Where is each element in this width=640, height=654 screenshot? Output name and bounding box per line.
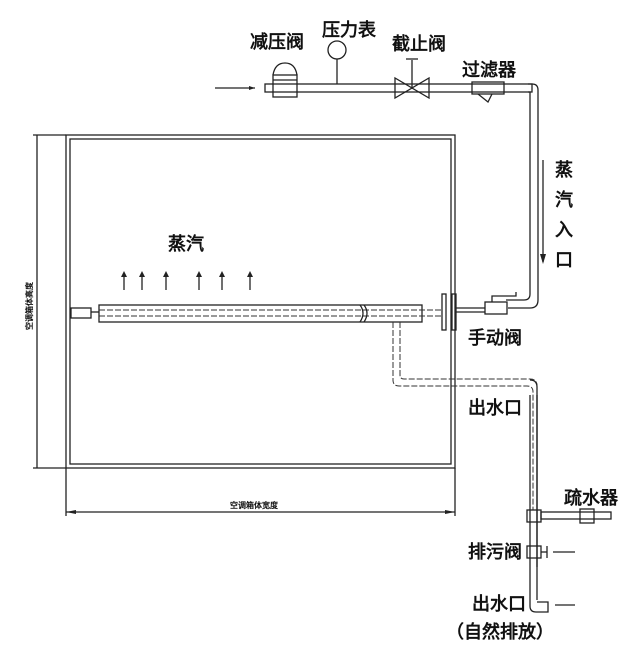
pressure-gauge-label: 压力表: [322, 19, 377, 41]
steam-inlet-label-2: 汽: [555, 189, 573, 211]
steam-inlet-label-4: 口: [555, 250, 573, 271]
filter-label: 过滤器: [462, 59, 517, 81]
height-dimension: 空调箱体高度: [24, 134, 66, 469]
water-outlet-bottom-label: 出水口: [472, 593, 526, 615]
steam-distribution-pipe: [70, 304, 442, 323]
steam-inlet-arrow: [540, 160, 546, 264]
manual-valve-icon: [441, 292, 517, 331]
pressure-reducing-valve-icon: [272, 62, 298, 98]
stop-valve-label: 截止阀: [392, 33, 446, 55]
supply-pipe: [215, 83, 539, 309]
steam-label: 蒸汽: [168, 233, 204, 255]
steam-inlet-label-3: 入: [555, 220, 573, 241]
box-height-label: 空调箱体高度: [24, 281, 34, 330]
manual-valve-label: 手动阀: [468, 327, 522, 349]
stop-valve-icon: [394, 58, 430, 100]
pressure-gauge-icon: [327, 40, 347, 84]
steam-trap-label: 疏水器: [564, 487, 619, 509]
outlet-elbow-icon: [529, 600, 575, 613]
water-outlet-label: 出水口: [468, 397, 522, 419]
ahu-box: [65, 134, 456, 469]
drain-valve-label: 排污阀: [468, 541, 522, 563]
drain-valve-icon: [526, 545, 575, 559]
filter-icon: [471, 81, 505, 104]
pressure-reducing-valve-label: 减压阀: [250, 31, 304, 53]
width-dimension: 空调箱体宽度: [65, 468, 456, 516]
steam-arrows: [121, 271, 253, 290]
natural-discharge-label: （自然排放）: [446, 621, 554, 643]
condensate-pipe: [392, 322, 538, 600]
steam-inlet-label-1: 蒸: [555, 160, 573, 181]
box-width-label: 空调箱体宽度: [230, 500, 279, 510]
steam-trap-icon: [526, 508, 612, 524]
